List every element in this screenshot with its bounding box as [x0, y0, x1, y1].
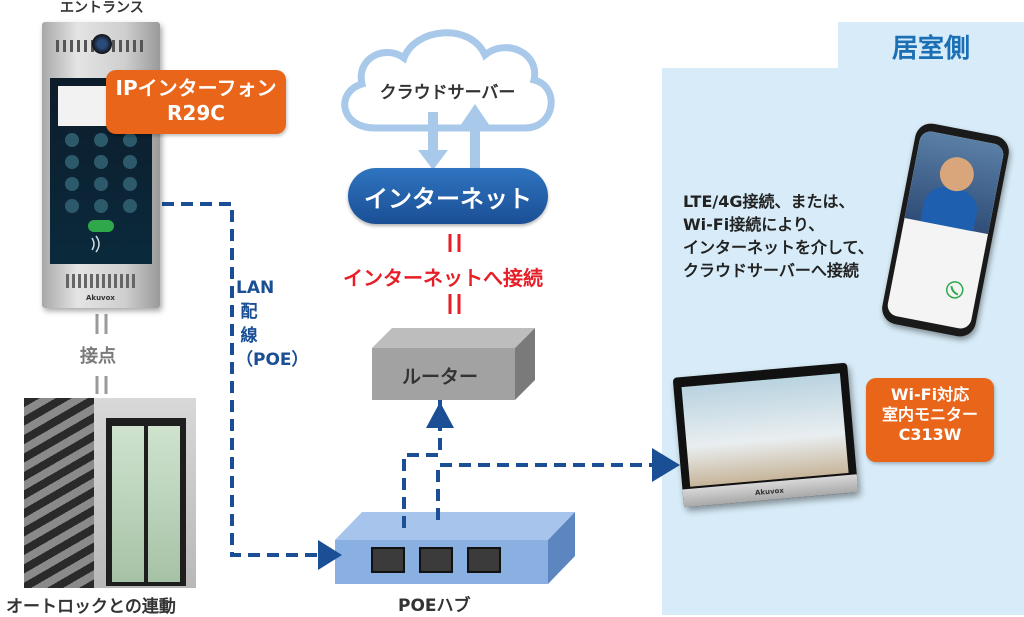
room-side-label: 居室側 [838, 22, 1024, 70]
internet-connect-marks [448, 234, 461, 314]
autolock-door-photo [24, 398, 196, 588]
cloud-shape [341, 29, 555, 132]
camera-lens [92, 34, 112, 54]
phone-text-line4: クラウドサーバーへ接続 [683, 261, 859, 280]
poe-hub-shape [335, 512, 575, 584]
router-label: ルーター [401, 366, 478, 388]
intercom-callout-line1: IPインターフォン [115, 76, 277, 100]
cloud-server-label: クラウドサーバー [379, 83, 516, 103]
autolock-label: オートロックとの連動 [6, 597, 176, 617]
poe-hub-label: POEハブ [398, 596, 471, 616]
router-shape [372, 328, 535, 400]
smartphone-image [879, 120, 1012, 340]
phone-text-line3: インターネットを介して、 [683, 238, 874, 257]
cloud-arrows [418, 104, 490, 170]
phone-text-line2: Wi-Fi接続により、 [683, 215, 825, 234]
phone-call-icon [945, 281, 964, 299]
intercom-callout-line2: R29C [167, 101, 225, 125]
indoor-monitor-image: Akuvox [672, 362, 859, 508]
intercom-callout: IPインターフォン R29C [106, 70, 286, 134]
intercom-brand: Akuvox [86, 294, 115, 302]
phone-description: LTE/4G接続、または、 Wi-Fi接続により、 インターネットを介して、 ク… [683, 190, 874, 282]
intercom-screen [50, 78, 152, 264]
internet-label: インターネット [348, 168, 548, 224]
phone-text-line1: LTE/4G接続、または、 [683, 192, 855, 211]
contact-marks [95, 314, 108, 394]
entrance-label: エントランス [60, 0, 144, 16]
monitor-callout-line2: 室内モニター [881, 405, 978, 424]
monitor-callout-line3: C313W [898, 425, 962, 444]
arrowheads [318, 402, 680, 570]
monitor-callout: Wi-Fi対応 室内モニター C313W [866, 378, 994, 462]
intercom-device-image: Akuvox [42, 22, 160, 308]
lan-label: LAN配線（POE） [236, 278, 309, 370]
speaker-grille-bottom [66, 274, 136, 288]
contact-label: 接点 [80, 346, 116, 367]
internet-connect-label: インターネットへ接続 [343, 266, 543, 290]
monitor-callout-line1: Wi-Fi対応 [890, 385, 970, 404]
